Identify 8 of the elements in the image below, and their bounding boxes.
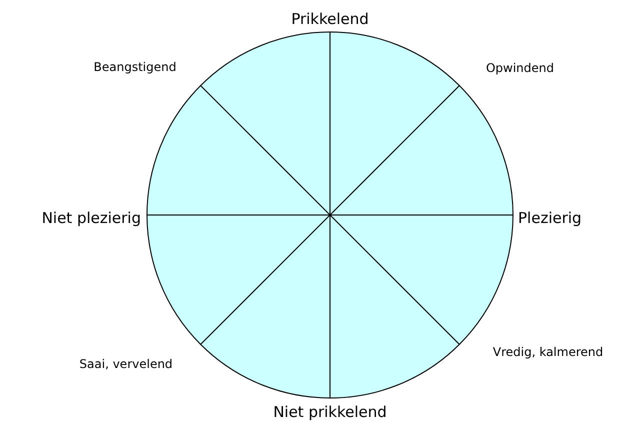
axis-label: Opwindend [486, 60, 554, 76]
axis-label: Plezierig [518, 209, 582, 227]
axis-label: Niet prikkelend [273, 403, 387, 421]
axis-label: Prikkelend [291, 10, 369, 28]
axis-label: Saai, vervelend [79, 356, 173, 372]
axis-label: Beangstigend [94, 60, 176, 74]
axis-label: Vredig, kalmerend [492, 344, 604, 360]
axis-label: Niet plezierig [42, 209, 141, 227]
